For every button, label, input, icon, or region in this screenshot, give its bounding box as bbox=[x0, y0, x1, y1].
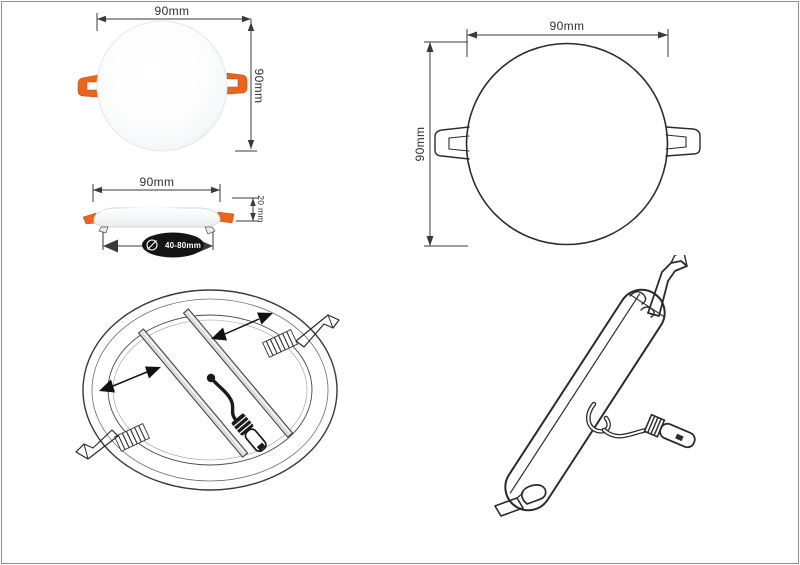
panel-side-body bbox=[93, 207, 221, 228]
tilted-clip-bottom bbox=[494, 484, 547, 517]
thickness-dimension: 20 mm bbox=[232, 195, 266, 223]
height-dimension-label: 90mm bbox=[252, 69, 266, 104]
drawing-height-label: 90mm bbox=[413, 127, 427, 162]
mounting-clip-right bbox=[226, 72, 248, 95]
tilted-line-drawing bbox=[494, 255, 696, 517]
side-clip-right bbox=[217, 211, 235, 224]
slide-rail-left bbox=[137, 328, 249, 458]
drawing-height-dimension: 90mm bbox=[413, 41, 468, 247]
panel-back-rings bbox=[82, 289, 338, 491]
width-dimension: 90mm bbox=[96, 4, 251, 31]
height-dimension: 90mm bbox=[235, 19, 266, 152]
front-line-drawing: 90mm 90mm bbox=[413, 19, 701, 247]
tilted-power-cable bbox=[586, 401, 696, 449]
tilted-clip-top bbox=[629, 255, 688, 318]
cutout-dimension: 40-80mm bbox=[102, 232, 214, 258]
dc-connector bbox=[231, 413, 267, 453]
width-dimension-label: 90mm bbox=[155, 4, 190, 18]
spring-foot-right bbox=[204, 226, 216, 235]
spring-clip-lower-left bbox=[75, 423, 151, 460]
side-photo-view: 90mm 20 mm bbox=[82, 175, 266, 258]
panel-face bbox=[96, 20, 228, 152]
side-width-label: 90mm bbox=[140, 175, 175, 189]
slide-arrow-upper bbox=[211, 312, 273, 341]
cutout-size-label: 40-80mm bbox=[165, 241, 201, 250]
mounting-clip-left bbox=[77, 74, 99, 98]
drawing-clip-right bbox=[665, 126, 701, 157]
slide-arrow-lower bbox=[99, 366, 161, 393]
spring-foot-left bbox=[98, 226, 109, 234]
drawing-width-dimension: 90mm bbox=[466, 19, 669, 57]
drawing-clip-left bbox=[434, 126, 470, 160]
tilted-dc-connector bbox=[643, 413, 696, 449]
drawing-width-label: 90mm bbox=[550, 19, 585, 33]
spring-clip-upper-right bbox=[262, 314, 340, 358]
slide-rail-right bbox=[182, 308, 294, 438]
tilted-panel-body bbox=[504, 288, 666, 512]
cutout-badge: 40-80mm bbox=[142, 232, 204, 258]
panel-outline bbox=[465, 42, 669, 246]
thickness-label: 20 mm bbox=[256, 195, 266, 222]
side-width-dimension: 90mm bbox=[92, 175, 221, 202]
power-cable bbox=[206, 373, 267, 453]
diameter-icon bbox=[146, 239, 158, 251]
front-photo-view: 90mm 90mm bbox=[77, 4, 266, 152]
back-install-diagram bbox=[75, 289, 340, 491]
